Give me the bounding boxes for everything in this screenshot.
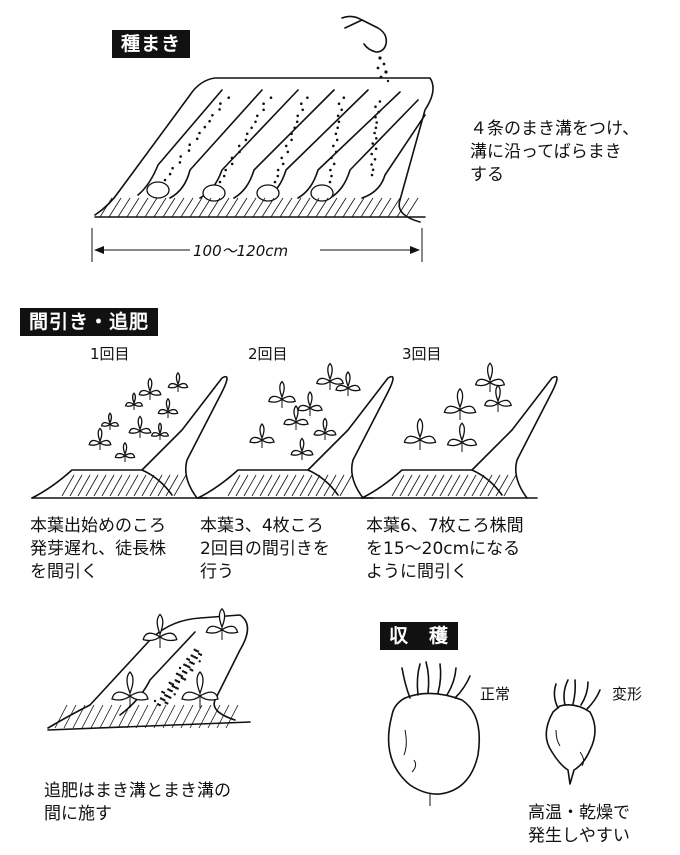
sowing-title: 種まき — [112, 30, 191, 58]
harvest-title: 収 穫 — [380, 622, 459, 650]
sowing-bed-illustration — [94, 77, 434, 223]
thinning-stage-illustrations — [31, 362, 558, 499]
stage-3-label: 3回目 — [402, 345, 442, 363]
sowing-description: ４条のまき溝をつけ、 溝に沿ってばらまき する — [470, 119, 640, 185]
stage-2-note: 本葉3、4枚ころ 2回目の間引きを 行う — [200, 516, 330, 582]
width-dimension-line — [91, 228, 423, 262]
normal-root-illustration — [387, 661, 481, 806]
fertilizing-illustration — [47, 607, 251, 731]
hand-sowing-icon — [341, 15, 390, 83]
stage-2-label: 2回目 — [248, 345, 288, 363]
fertilize-note: 追肥はまき溝とまき溝の 間に施す — [44, 781, 231, 824]
deformed-root-illustration — [545, 679, 601, 785]
stage-1-label: 1回目 — [90, 345, 130, 363]
normal-root-label: 正常 — [480, 685, 511, 703]
deformed-root-note: 高温・乾燥で 発生しやすい — [528, 803, 630, 846]
stage-3-note: 本葉6、7枚ころ株間 を15～20cmになる ように間引く — [366, 516, 524, 582]
thinning-title: 間引き・追肥 — [20, 308, 159, 336]
stage-1-note: 本葉出始めのころ 発芽遅れ、徒長株 を間引く — [30, 516, 167, 582]
deformed-root-label: 変形 — [612, 685, 643, 703]
width-label: 100～120cm — [193, 242, 289, 260]
